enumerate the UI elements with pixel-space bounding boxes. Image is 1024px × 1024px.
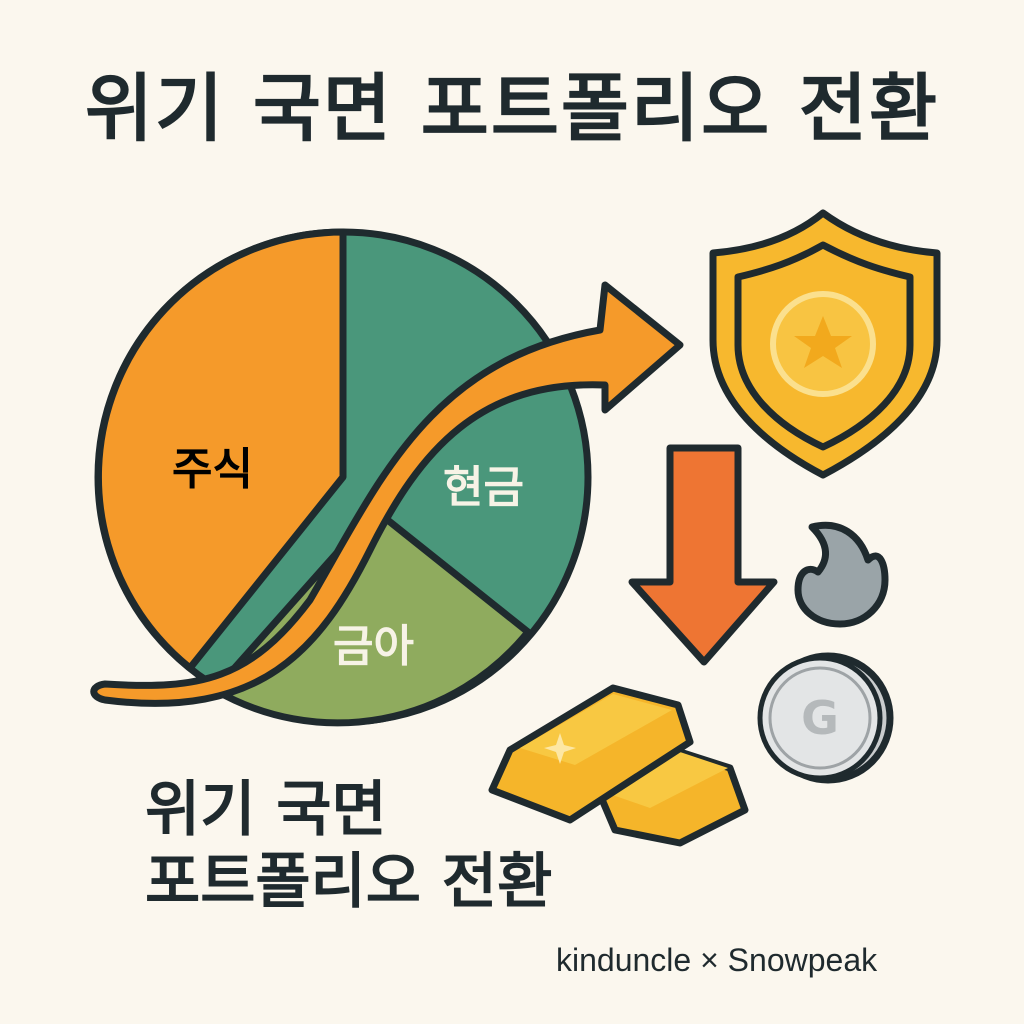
page-title: 위기 국면 포트폴리오 전환 (84, 66, 940, 152)
pie-label-cash: 현금 (443, 462, 524, 513)
credit-text: kinduncle × Snowpeak (556, 942, 878, 978)
gold-bars-icon (488, 684, 749, 847)
pie-label-gold: 금아 (333, 621, 414, 672)
pie-segment-stocks (94, 228, 347, 672)
svg-text:G: G (801, 691, 839, 745)
pie-chart (94, 228, 592, 727)
silver-coin-icon: G (757, 652, 894, 784)
flame-icon (794, 521, 889, 628)
subtitle-line-2: 포트폴리오 전환 (145, 847, 553, 917)
transition-arrow-icon (90, 281, 684, 707)
down-arrow-icon (628, 444, 778, 666)
pie-label-stocks: 주식 (172, 444, 253, 495)
subtitle-line-1: 위기 국면 (145, 775, 387, 845)
shield-star-icon (709, 209, 941, 479)
pie-segment-gold (211, 506, 532, 727)
